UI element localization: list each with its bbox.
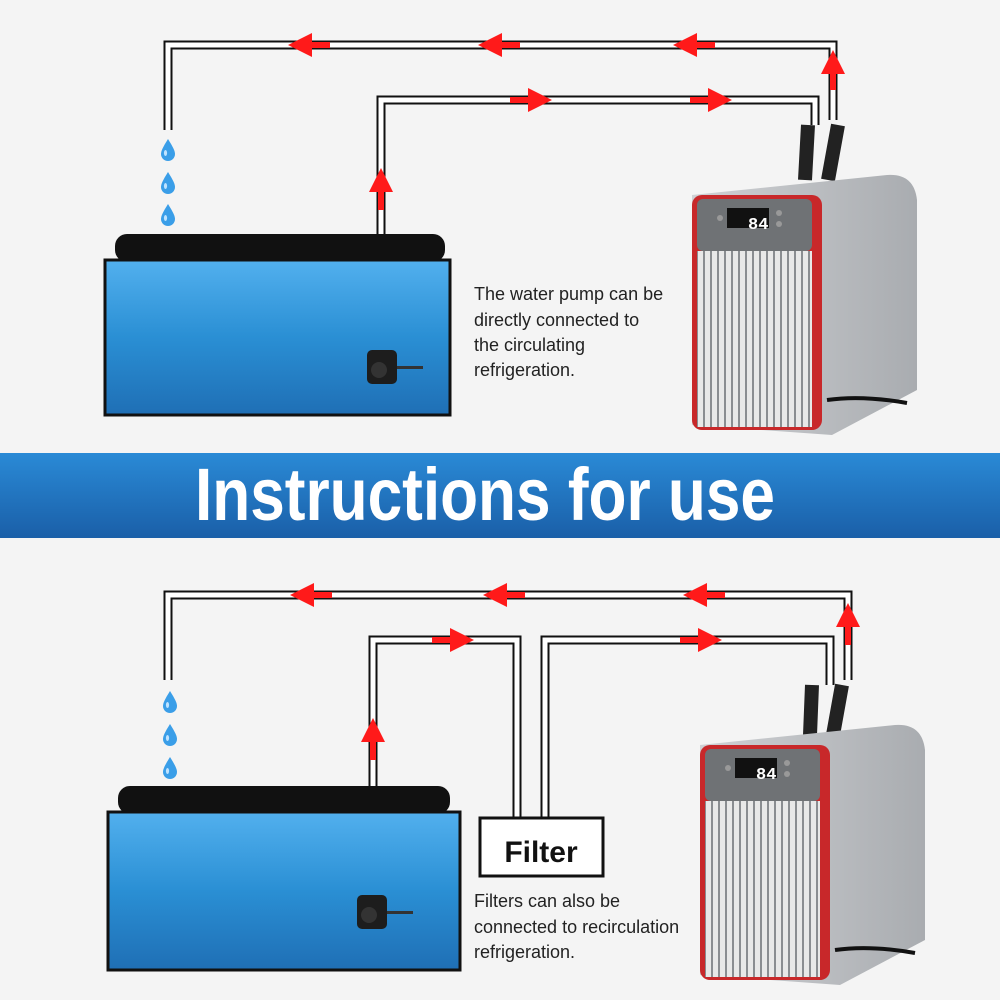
filter-box: Filter [478, 816, 605, 878]
temperature-display: 84 [748, 216, 768, 235]
banner-title: Instructions for use [195, 453, 775, 536]
chiller-bottom: 84 [698, 683, 927, 988]
water-drops [161, 139, 175, 226]
supply-pipe [376, 95, 820, 360]
top-panel: The water pump can be directly connected… [103, 33, 919, 438]
bottom-panel: Filter Filters can also be connected to … [106, 583, 927, 988]
temperature-display: 84 [756, 766, 776, 785]
return-pipe [163, 40, 838, 130]
chiller-top: 84 [690, 123, 919, 438]
flow-arrows [288, 33, 845, 210]
title-banner: Instructions for use [0, 453, 1000, 538]
flow-arrows [290, 583, 860, 760]
aquarium-tank [103, 234, 452, 417]
aquarium-tank [106, 786, 462, 972]
top-caption: The water pump can be directly connected… [474, 284, 668, 380]
bottom-caption: Filters can also be connected to recircu… [474, 891, 684, 962]
filter-label: Filter [504, 836, 578, 869]
water-drops [163, 691, 177, 779]
